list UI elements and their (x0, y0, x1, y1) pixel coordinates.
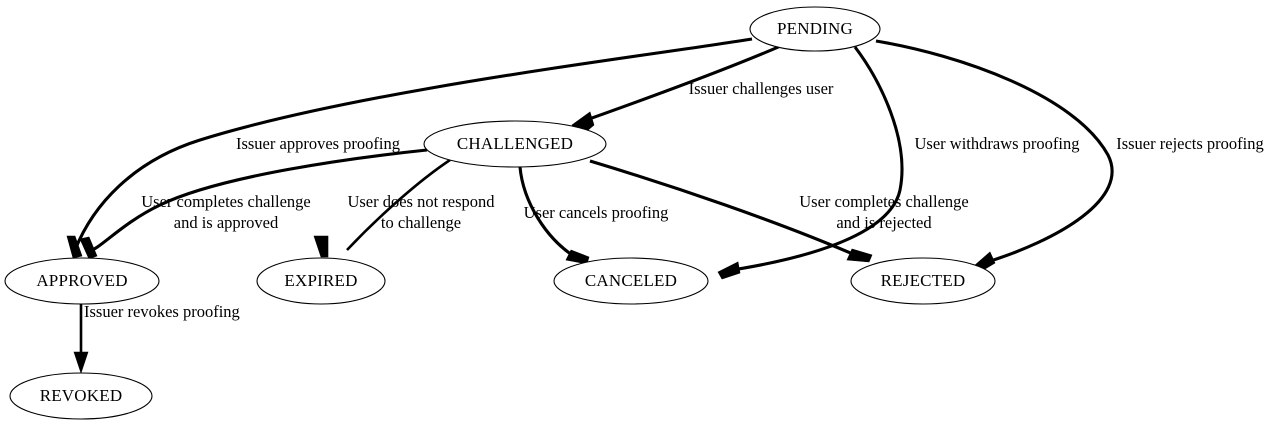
edge-label-challenged-approved-line1: User completes challenge (141, 192, 311, 211)
node-challenged-ellipse (423, 120, 607, 168)
edge-challenged-canceled[interactable] (518, 166, 590, 265)
edge-challenged-approved[interactable] (79, 148, 428, 260)
node-rejected-label: REJECTED (881, 271, 966, 290)
arrow-head-challenged-rejected (846, 248, 873, 263)
node-expired[interactable]: EXPIRED (256, 257, 386, 305)
edge-label-challenged-approved-line2: and is approved (174, 213, 279, 232)
edge-label-pending-canceled: User withdraws proofing (915, 134, 1080, 153)
edge-pending-approved[interactable] (66, 37, 753, 259)
node-revoked[interactable]: REVOKED (9, 372, 153, 420)
node-canceled[interactable]: CANCELED (553, 257, 709, 305)
edge-labels-layer: Issuer challenges user Issuer approves p… (84, 79, 1264, 321)
edge-path-challenged-expired (346, 158, 451, 251)
edge-pending-rejected[interactable] (875, 39, 1114, 273)
edge-path-pending-challenged (577, 43, 784, 125)
edge-label-pending-approved: Issuer approves proofing (236, 134, 400, 153)
node-rejected-ellipse (850, 257, 996, 305)
edge-challenged-rejected[interactable] (589, 159, 873, 263)
edge-pending-canceled[interactable] (717, 46, 904, 280)
edge-approved-revoked[interactable] (73, 304, 89, 374)
edge-path-challenged-rejected (589, 159, 863, 260)
node-pending[interactable]: PENDING (749, 6, 881, 52)
arrow-head-pending-canceled (717, 261, 741, 280)
edge-label-challenged-canceled: User cancels proofing (524, 203, 669, 222)
edge-path-pending-canceled (725, 46, 904, 273)
node-pending-label: PENDING (777, 19, 853, 38)
node-canceled-label: CANCELED (585, 271, 677, 290)
arrow-head-pending-approved (66, 235, 83, 259)
arrow-head-challenged-expired (313, 235, 329, 258)
node-approved-ellipse (4, 257, 160, 305)
node-rejected[interactable]: REJECTED (850, 257, 996, 305)
node-expired-label: EXPIRED (284, 271, 357, 290)
edge-label-approved-revoked: Issuer revokes proofing (84, 302, 240, 321)
node-revoked-label: REVOKED (40, 386, 123, 405)
node-pending-ellipse (749, 6, 881, 52)
arrow-head-challenged-canceled (565, 249, 590, 265)
nodes-layer: PENDING CHALLENGED APPROVED EXPIRED CANC… (4, 6, 996, 420)
node-canceled-ellipse (553, 257, 709, 305)
edge-label-challenged-expired-line2: to challenge (381, 213, 461, 232)
edge-path-challenged-approved (88, 148, 428, 253)
edge-path-pending-rejected (875, 39, 1114, 266)
arrow-head-approved-revoked (73, 351, 89, 374)
edge-label-challenged-expired-line1: User does not respond (347, 192, 495, 211)
edge-label-challenged-rejected-line1: User completes challenge (799, 192, 969, 211)
edge-label-pending-rejected: Issuer rejects proofing (1116, 134, 1264, 153)
node-challenged[interactable]: CHALLENGED (423, 120, 607, 168)
edge-label-pending-challenged: Issuer challenges user (689, 79, 834, 98)
node-challenged-label: CHALLENGED (457, 134, 573, 153)
node-approved-label: APPROVED (36, 271, 127, 290)
node-expired-ellipse (256, 257, 386, 305)
edge-path-pending-approved (73, 37, 753, 251)
node-approved[interactable]: APPROVED (4, 257, 160, 305)
arrow-head-challenged-approved (79, 236, 98, 260)
edge-challenged-expired[interactable] (313, 158, 451, 258)
node-revoked-ellipse (9, 372, 153, 420)
edge-label-challenged-rejected-line2: and is rejected (836, 213, 932, 232)
